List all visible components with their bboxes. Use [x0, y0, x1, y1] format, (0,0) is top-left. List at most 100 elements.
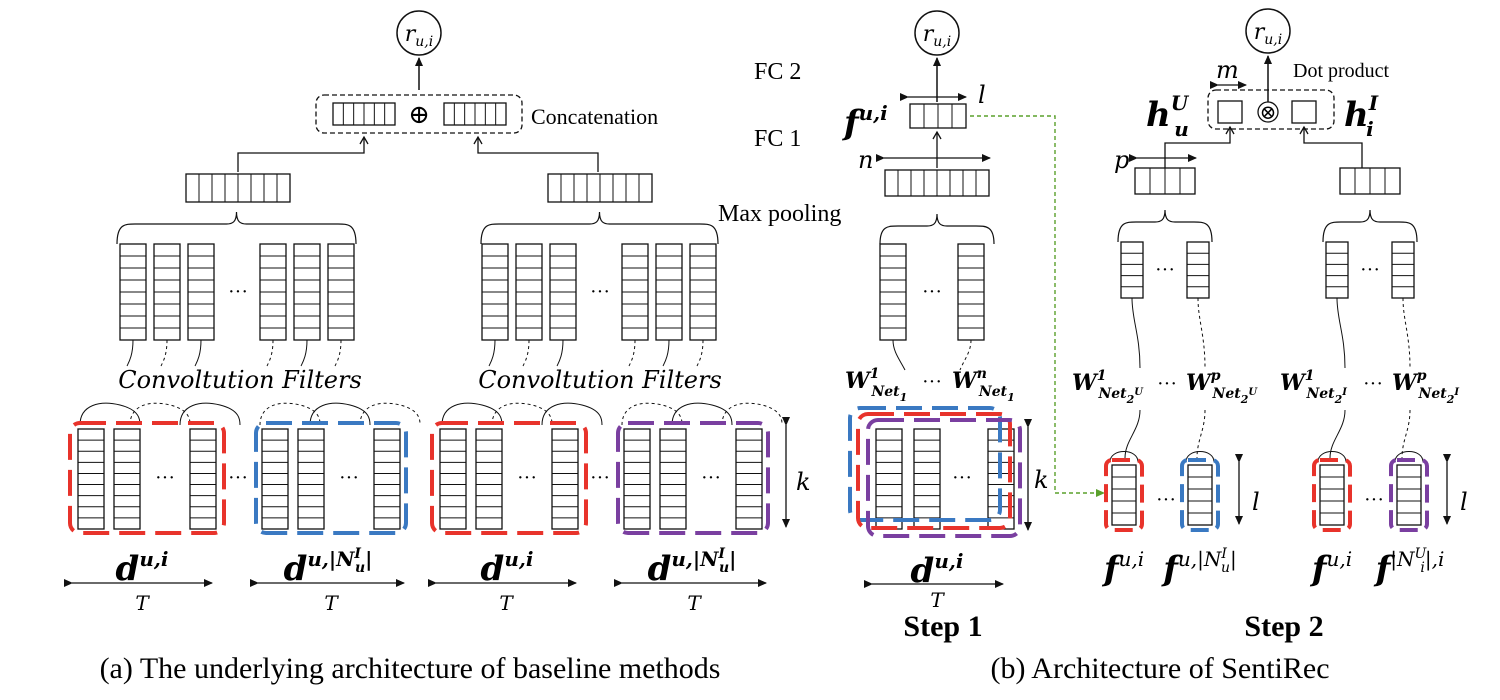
svg-text:···: ··· [1157, 373, 1177, 395]
step1-label: Step 1 [903, 610, 982, 643]
svg-text:ru,i: ru,i [923, 22, 951, 50]
svg-text:···: ··· [922, 371, 942, 393]
feature-map-step1-ellipsis: ··· [922, 281, 942, 303]
feature-map-right-4 [655, 243, 683, 341]
concatenation-label: Concatenation [531, 104, 658, 129]
doc-item-neighbors-col-2 [735, 428, 763, 530]
f-vector-item-ellipsis: ··· [1364, 489, 1384, 511]
f-vector-user-review [1111, 464, 1137, 526]
fc1-label: FC 1 [754, 126, 801, 152]
doc-highlight-blue [254, 421, 408, 535]
doc-user-review-ellipsis: ··· [155, 467, 175, 489]
pool-brace-step2-item [1322, 209, 1418, 243]
dim-T-label-3: T [499, 591, 514, 615]
dim-T-label-4: T [687, 591, 702, 615]
feature-map-right-5 [689, 243, 717, 341]
svg-text:fu,i: fu,i [1310, 547, 1352, 589]
concat-right-vector [443, 102, 507, 126]
feature-map-step2-item-1 [1391, 241, 1415, 299]
step2-label: Step 2 [1244, 610, 1323, 643]
doc-user-neighbors-ellipsis: ··· [339, 467, 359, 489]
doc-item-review-col-2 [551, 428, 579, 530]
doc-between-ellipsis-right: ··· [590, 467, 610, 489]
f-vector-user-neighbor [1187, 464, 1213, 526]
dim-n-label: n [858, 146, 873, 174]
feature-map-left-2 [187, 243, 215, 341]
doc-item-neighbors-col-0 [623, 428, 651, 530]
doc-step1-ellipsis: ··· [952, 467, 972, 489]
feature-map-right-0 [481, 243, 509, 341]
dim-p-label: p [1114, 146, 1129, 174]
feature-map-step1-0 [879, 243, 907, 341]
feature-map-step2-user-0 [1120, 241, 1144, 299]
doc-step1-highlight-red [856, 412, 1012, 530]
f-vector-user-neighbor-highlight [1180, 458, 1220, 532]
dot-product-label: Dot product [1293, 60, 1390, 82]
dim-k-label-step1: k [1034, 466, 1049, 494]
doc-between-ellipsis-left: ··· [228, 467, 248, 489]
feature-map-left-3 [259, 243, 287, 341]
feature-map-left-1 [153, 243, 181, 341]
feature-map-left-5 [327, 243, 355, 341]
svg-text:fu,i: fu,i [1102, 547, 1144, 589]
dim-m-label: m [1216, 56, 1239, 84]
pool-brace-step1 [879, 213, 995, 245]
f-vector-item-neighbor-highlight [1389, 458, 1429, 532]
f-ui-label: fu,i [842, 101, 888, 143]
dim-l-label: l [978, 81, 986, 109]
doc-highlight-purple [616, 421, 770, 535]
feature-map-step2-user-1 [1186, 241, 1210, 299]
svg-text:hUu: hUu [1146, 91, 1190, 141]
dim-l-label-step2-left: l [1252, 488, 1260, 516]
output-node-a: ru,i [396, 10, 442, 56]
f-vector-user-ellipsis: ··· [1156, 489, 1176, 511]
doc-user-neighbors-col-2 [373, 428, 401, 530]
panel-a: ru,i ⊕ Concatenation ··· ··· Convoltution… [64, 10, 811, 685]
pooled-vector-right [547, 173, 653, 203]
doc-user-review-col-2 [189, 428, 217, 530]
doc-step1-highlight-blue [848, 406, 1002, 522]
f-vector-item-review [1319, 464, 1345, 526]
doc-item-review-col-1 [475, 428, 503, 530]
concat-operator: ⊕ [408, 100, 430, 130]
doc-item-neighbors-ellipsis: ··· [701, 467, 721, 489]
pool-brace-step2-user [1117, 209, 1213, 243]
feature-map-left-4 [293, 243, 321, 341]
doc-item-review-ellipsis: ··· [517, 467, 537, 489]
dim-T-label-2: T [324, 591, 339, 615]
svg-text:f|NUi|,i: f|NUi|,i [1374, 546, 1445, 589]
doc-item-review-col-0 [439, 428, 467, 530]
doc-step1-col-0 [875, 428, 903, 530]
concat-left-vector [332, 102, 396, 126]
output-node-step1: ru,i [914, 10, 960, 56]
doc-user-review-col-0 [77, 428, 105, 530]
doc-highlight-red-1 [68, 421, 226, 535]
dim-k-label-a: k [796, 468, 811, 496]
feature-map-step2-item-0 [1325, 241, 1349, 299]
svg-text:du,i: du,i [911, 549, 964, 591]
conv-filters-label-left: Convoltution Filters [118, 366, 362, 394]
feature-map-step1-1 [957, 243, 985, 341]
doc-highlight-red-2 [430, 421, 588, 535]
doc-item-neighbors-col-1 [659, 428, 687, 530]
feature-map-step2-user-ellipsis: ··· [1155, 259, 1175, 281]
pool-brace-left [116, 211, 357, 245]
feature-map-left-0 [119, 243, 147, 341]
svg-text:···: ··· [1363, 373, 1383, 395]
svg-text:ru,i: ru,i [405, 22, 433, 50]
doc-user-neighbors-col-1 [297, 428, 325, 530]
svg-text:fu,|NIu|: fu,|NIu| [1161, 546, 1236, 589]
caption-b: (b) Architecture of SentiRec [990, 652, 1329, 685]
dim-T-label-1: T [135, 591, 150, 615]
pool-vector-step1 [884, 169, 990, 197]
